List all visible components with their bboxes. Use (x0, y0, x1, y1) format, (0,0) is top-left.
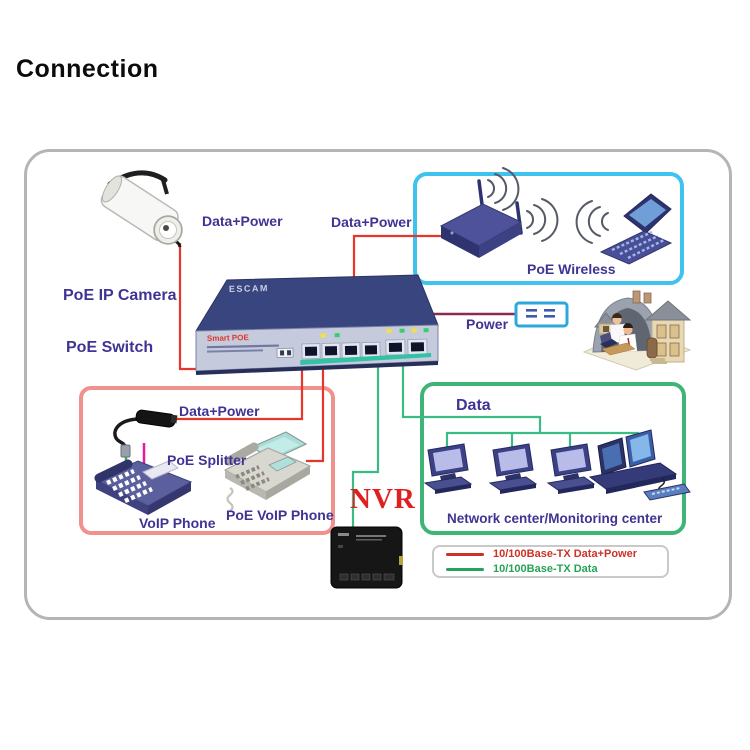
label-poe-wireless: PoE Wireless (527, 261, 616, 277)
page-title: Connection (16, 55, 159, 83)
network-zone-box (420, 382, 686, 535)
legend-box: 10/100Base-TX Data+Power 10/100Base-TX D… (432, 545, 669, 578)
label-data: Data (456, 397, 491, 414)
legend-red-line-swatch (446, 552, 484, 556)
label-poe-switch: PoE Switch (66, 339, 154, 356)
label-network-center: Network center/Monitoring center (447, 511, 663, 526)
label-poe-voip-phone: PoE VoIP Phone (226, 507, 334, 523)
label-voip-phone: VoIP Phone (139, 515, 216, 531)
diagram-frame (24, 149, 732, 620)
legend-red-line-label: 10/100Base-TX Data+Power (493, 548, 637, 560)
label-poe-ip-camera: PoE IP Camera (63, 287, 177, 304)
legend-green-line-label: 10/100Base-TX Data (493, 563, 598, 575)
legend-green-line-swatch (446, 567, 484, 571)
wireless-zone-box (413, 172, 684, 285)
label-nvr: NVR (350, 483, 416, 515)
label-power: Power (466, 316, 509, 332)
label-poe-splitter: PoE Splitter (167, 452, 247, 468)
legend-item-data: 10/100Base-TX Data (434, 563, 667, 575)
label-splitter-data-power: Data+Power (179, 403, 260, 419)
label-camera-data-power: Data+Power (202, 213, 283, 229)
legend-item-data-power: 10/100Base-TX Data+Power (434, 548, 667, 560)
label-wireless-data-power: Data+Power (331, 214, 412, 230)
